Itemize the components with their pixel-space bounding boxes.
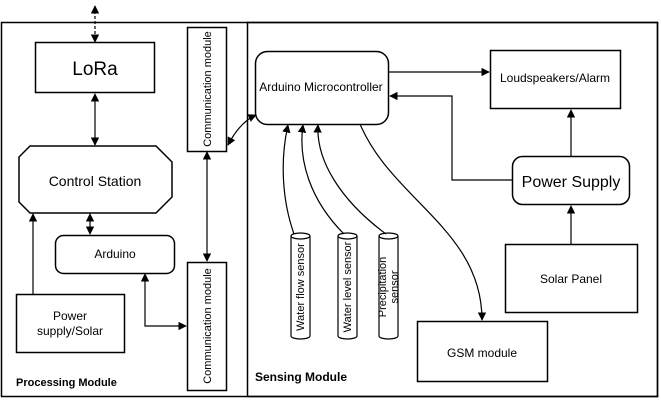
micro-to-gsm-arrow xyxy=(359,123,487,321)
comm-module-bottom-box xyxy=(186,261,228,392)
water-level-sensor xyxy=(337,232,358,340)
power-solar-label-line1: Power xyxy=(53,309,87,323)
control-station-label: Control Station xyxy=(49,173,142,189)
precipitation-to-micro-arrow xyxy=(313,124,387,235)
sensing-module-title: Sensing Module xyxy=(255,370,347,384)
comm-to-microcontroller-arrow xyxy=(227,114,257,146)
comm-module-top-label: Communication module xyxy=(202,31,214,147)
precipitation-sensor-label-line2: sensor xyxy=(389,270,401,303)
water-flow-sensor-label: Water flow sensor xyxy=(295,243,307,331)
microcontroller-label: Arduino Microcontroller xyxy=(259,80,382,94)
lora-box xyxy=(34,41,156,94)
processing-module-title: Processing Module xyxy=(16,377,117,389)
comm-module-top-box xyxy=(186,26,228,153)
power-solar-box xyxy=(15,293,126,354)
arduino-box xyxy=(54,234,176,275)
loudspeakers-box xyxy=(489,49,622,110)
water-flow-to-micro-arrow xyxy=(282,124,295,235)
arduino-to-comm-arrow xyxy=(140,273,187,331)
water-flow-sensor xyxy=(290,232,311,340)
solar-panel-box xyxy=(504,243,639,314)
control-station-box xyxy=(18,145,173,214)
precipitation-sensor xyxy=(378,232,399,340)
power-supply-box xyxy=(511,155,631,206)
arduino-label: Arduino xyxy=(94,247,136,261)
power-supply-label: Power Supply xyxy=(522,174,621,191)
sensing-module-frame xyxy=(246,21,659,398)
solar-panel-label: Solar Panel xyxy=(540,272,602,286)
microcontroller-box xyxy=(254,50,390,126)
water-level-to-micro-arrow xyxy=(297,124,345,235)
loudspeakers-label: Loudspeakers/Alarm xyxy=(500,71,610,85)
precipitation-sensor-label-line1: Precipitation xyxy=(377,257,389,318)
gsm-module-box xyxy=(416,320,549,383)
lora-label: LoRa xyxy=(72,59,118,80)
power-solar-label-line2: supply/Solar xyxy=(37,324,103,338)
gsm-module-label: GSM module xyxy=(447,346,517,360)
power-to-microcontroller-arrow xyxy=(389,91,512,181)
comm-module-bottom-label: Communication module xyxy=(202,268,214,384)
water-level-sensor-label: Water level sensor xyxy=(342,241,354,332)
